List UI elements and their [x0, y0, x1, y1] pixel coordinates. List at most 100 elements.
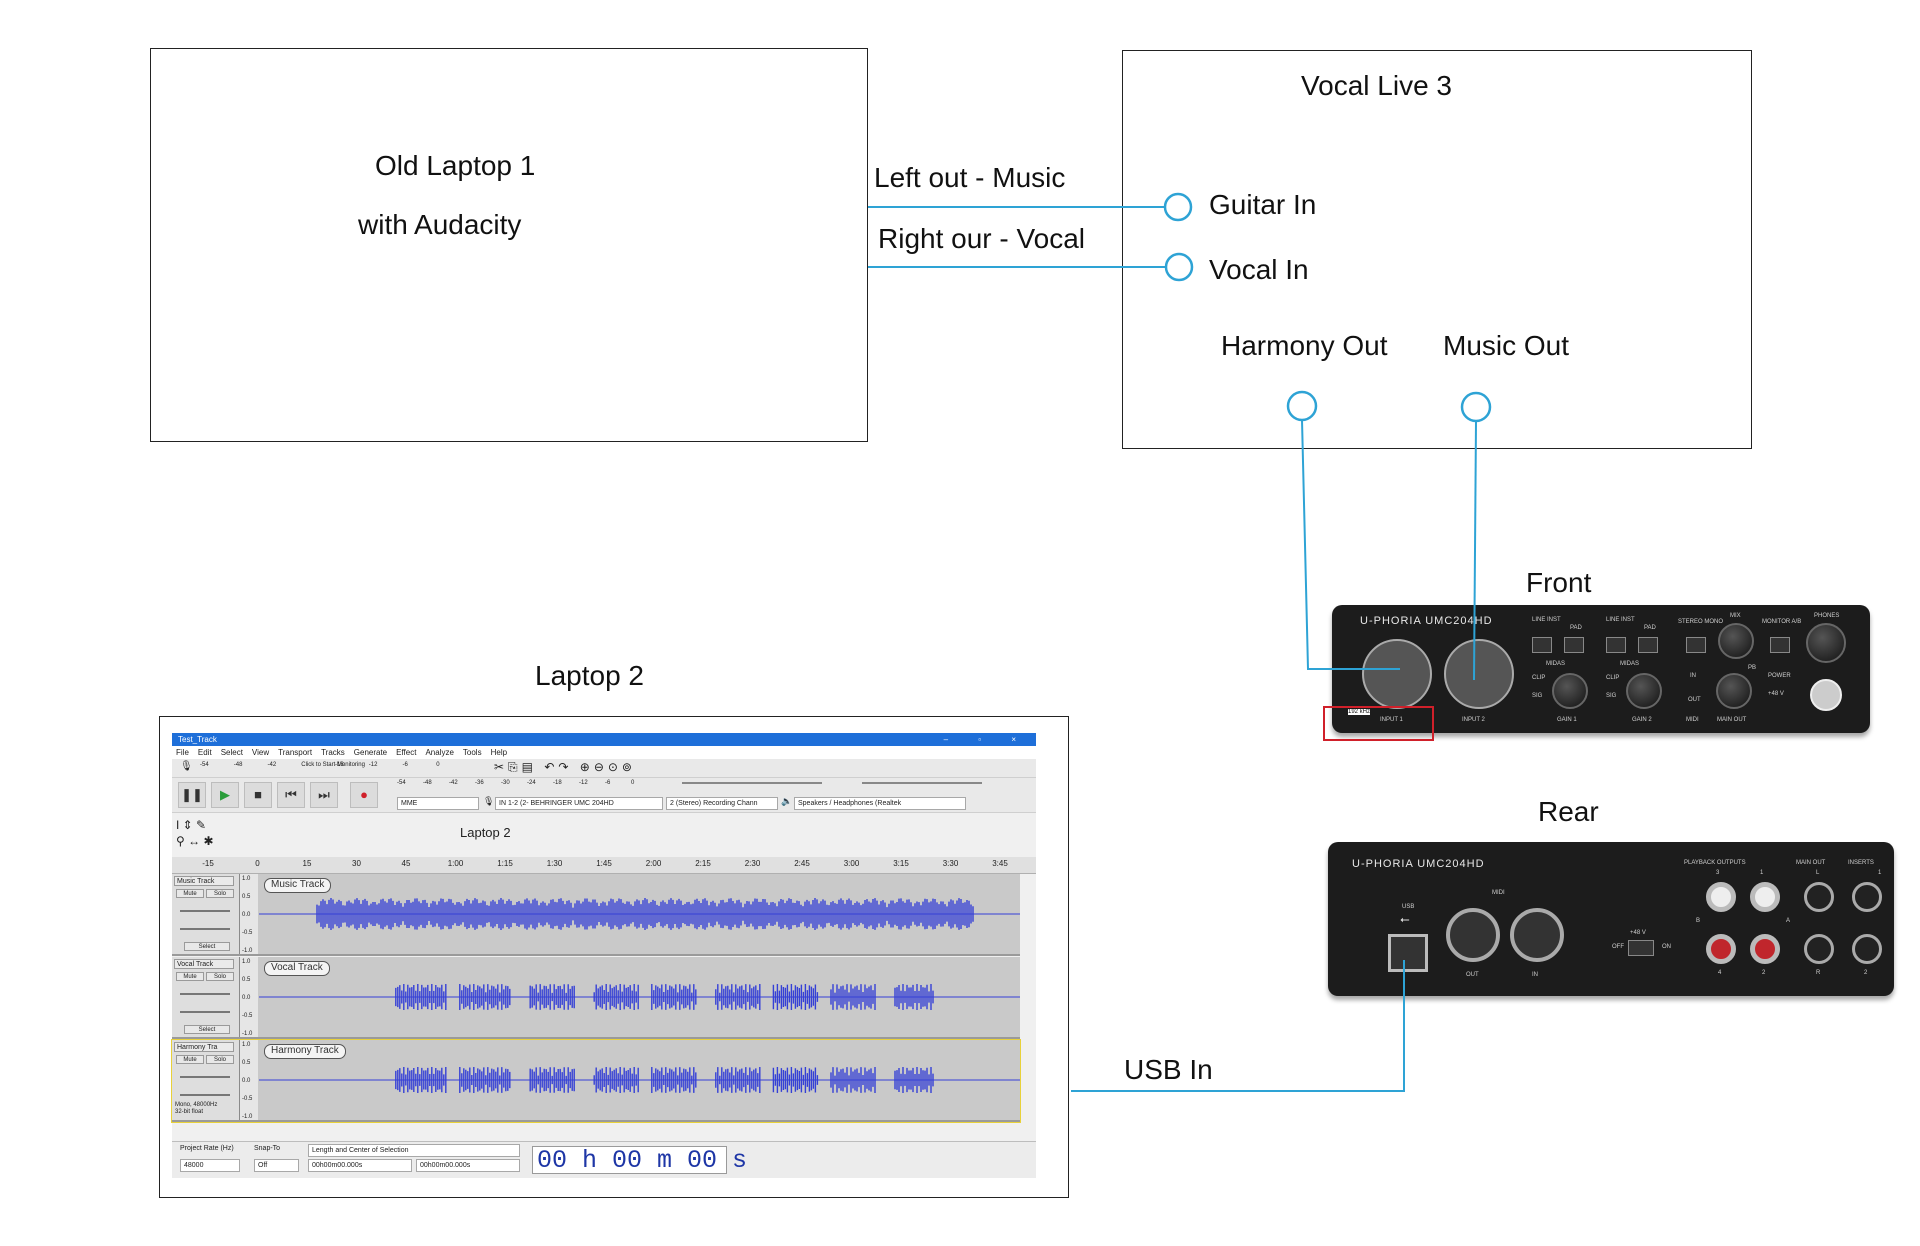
- a-label: A: [1786, 918, 1791, 924]
- usb-label: USB: [1402, 904, 1415, 910]
- host-dropdown[interactable]: MME: [397, 797, 479, 810]
- music-out-jack: [1460, 391, 1492, 423]
- track-name-button[interactable]: Harmony Tra: [174, 1042, 234, 1052]
- channels-dropdown[interactable]: 2 (Stereo) Recording Chann: [666, 797, 778, 810]
- audacity-titlebar: Test_Track – ▫ ×: [172, 733, 1036, 746]
- off-label: OFF: [1612, 944, 1624, 950]
- solo-button[interactable]: Solo: [206, 972, 234, 981]
- n4-label: 4: [1718, 970, 1722, 976]
- input-device-dropdown[interactable]: IN 1-2 (2- BEHRINGER UMC 204HD: [495, 797, 663, 810]
- midas-1: MIDAS: [1546, 661, 1566, 667]
- solo-button[interactable]: Solo: [206, 1055, 234, 1064]
- tools-toolbar[interactable]: I ⇕ ✎⚲ ↔ ✱: [176, 818, 214, 848]
- skip-start-button[interactable]: ⏮: [277, 782, 305, 808]
- scale-label: 0.0: [242, 995, 251, 1001]
- midas-2: MIDAS: [1620, 661, 1640, 667]
- scale-label: 0.0: [242, 912, 251, 918]
- menu-item-edit[interactable]: Edit: [197, 748, 212, 757]
- pan-slider[interactable]: [180, 928, 230, 930]
- menu-item-help[interactable]: Help: [490, 748, 508, 757]
- play-button[interactable]: ▶: [211, 782, 239, 808]
- ruler-tick: 3:45: [992, 859, 1008, 868]
- gain-slider[interactable]: [180, 910, 230, 912]
- pan-slider[interactable]: [180, 1094, 230, 1096]
- meter-tick: -48: [233, 762, 243, 768]
- waveform[interactable]: [259, 874, 1020, 954]
- scale-label: 1.0: [242, 959, 251, 965]
- menu-item-effect[interactable]: Effect: [396, 748, 417, 757]
- ruler-tick: 3:15: [893, 859, 909, 868]
- menu-item-analyze[interactable]: Analyze: [425, 748, 454, 757]
- pb-label: PB: [1748, 665, 1757, 671]
- selection-end-field[interactable]: 00h00m00.000s: [416, 1159, 520, 1172]
- stop-button[interactable]: ■: [244, 782, 272, 808]
- n2-label: 2: [1762, 970, 1766, 976]
- gain1-label: GAIN 1: [1557, 717, 1577, 723]
- project-name: Laptop 2: [460, 825, 511, 840]
- harmony-out-jack: [1286, 390, 1318, 422]
- gain-slider[interactable]: [180, 1076, 230, 1078]
- menu-item-view[interactable]: View: [251, 748, 270, 757]
- ruler-tick: 0: [255, 859, 260, 868]
- phantom-switch: [1628, 940, 1654, 956]
- mute-button[interactable]: Mute: [176, 889, 204, 898]
- sig-1: SIG: [1532, 693, 1543, 699]
- skip-end-button[interactable]: ⏭: [310, 782, 338, 808]
- phones-jack: [1810, 679, 1842, 711]
- solo-button[interactable]: Solo: [206, 889, 234, 898]
- project-rate-dropdown[interactable]: 48000: [180, 1159, 240, 1172]
- select-button[interactable]: Select: [184, 1025, 230, 1034]
- record-volume-slider[interactable]: [682, 782, 822, 784]
- laptop2-label: Laptop 2: [535, 660, 644, 691]
- menu-item-generate[interactable]: Generate: [353, 748, 388, 757]
- rear-label: Rear: [1538, 796, 1599, 827]
- playback-volume-slider[interactable]: [862, 782, 982, 784]
- audacity-title: Test_Track: [178, 735, 217, 744]
- midi-in-label: IN: [1532, 972, 1538, 978]
- meter-tick: -48: [423, 780, 432, 786]
- main-out-label: MAIN OUT: [1717, 717, 1747, 723]
- mute-button[interactable]: Mute: [176, 972, 204, 981]
- track-name-button[interactable]: Vocal Track: [174, 959, 234, 969]
- window-controls[interactable]: – ▫ ×: [943, 735, 1030, 744]
- output-device-dropdown[interactable]: Speakers / Headphones (Realtek: [794, 797, 966, 810]
- pan-slider[interactable]: [180, 1011, 230, 1013]
- gain1-knob: [1552, 673, 1588, 709]
- meter-tick: -42: [449, 780, 458, 786]
- pause-button[interactable]: ❚❚: [178, 782, 206, 808]
- scale-label: 0.0: [242, 1078, 251, 1084]
- track-name-button[interactable]: Music Track: [174, 876, 234, 886]
- scale-label: 1.0: [242, 876, 251, 882]
- menu-item-transport[interactable]: Transport: [278, 748, 313, 757]
- wire-harmony-out: [1301, 419, 1400, 670]
- track-label: Harmony Track: [264, 1044, 346, 1059]
- record-button[interactable]: ●: [350, 782, 378, 808]
- insert-1-jack: [1852, 882, 1882, 912]
- select-button[interactable]: Select: [184, 942, 230, 951]
- menu-item-select[interactable]: Select: [220, 748, 243, 757]
- waveform[interactable]: [259, 957, 1020, 1037]
- menu-item-file[interactable]: File: [176, 748, 189, 757]
- phones-knob: [1806, 623, 1846, 663]
- midi-in-port: [1510, 908, 1564, 962]
- power-label: POWER: [1768, 673, 1791, 679]
- audio-position-display[interactable]: 00 h 00 m 00 s: [532, 1146, 747, 1175]
- menu-item-tools[interactable]: Tools: [462, 748, 482, 757]
- snap-dropdown[interactable]: Off: [254, 1159, 299, 1172]
- selection-mode-dropdown[interactable]: Length and Center of Selection: [308, 1144, 520, 1157]
- menu-item-tracks[interactable]: Tracks: [321, 748, 345, 757]
- meter-tick: 0: [436, 762, 440, 768]
- waveform[interactable]: [259, 1040, 1020, 1120]
- selection-start-field[interactable]: 00h00m00.000s: [308, 1159, 412, 1172]
- monitor-ab-label: MONITOR A/B: [1762, 619, 1802, 625]
- mute-button[interactable]: Mute: [176, 1055, 204, 1064]
- gain-slider[interactable]: [180, 993, 230, 995]
- edit-tools[interactable]: ✂⎘▤ ↶↷ ⊕⊖⊙⊚: [494, 760, 636, 774]
